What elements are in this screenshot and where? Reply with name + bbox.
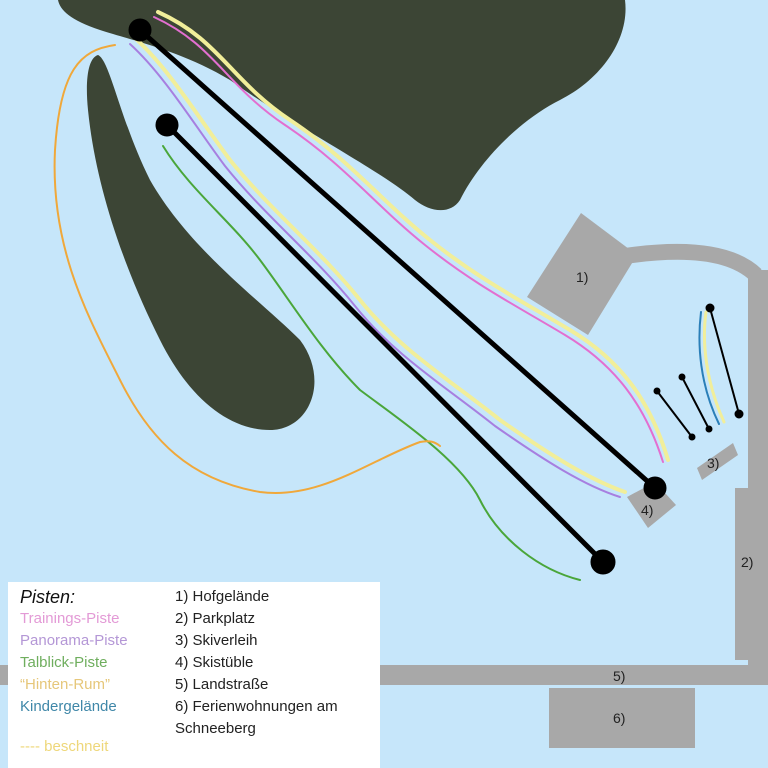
lift-2 bbox=[165, 123, 605, 564]
piste-trainings bbox=[153, 16, 664, 463]
beschneit-trainings bbox=[156, 10, 670, 462]
label-skiverleih: 3) bbox=[707, 455, 719, 471]
kinder-lift-1-end bbox=[688, 433, 696, 441]
legend: Pisten: Trainings-Piste Panorama-Piste T… bbox=[8, 582, 380, 768]
legend-trainings: Trainings-Piste bbox=[20, 610, 120, 627]
kinder-lift-1 bbox=[656, 390, 693, 438]
building-hofgelaende bbox=[527, 213, 637, 335]
piste-kinder bbox=[698, 311, 720, 425]
kinder-lift-2 bbox=[681, 376, 710, 430]
building-ferienwohnungen bbox=[549, 688, 695, 748]
legend-place: 3) Skiverleih bbox=[175, 632, 258, 649]
beschneit-panorama bbox=[133, 36, 627, 494]
legend-place: 2) Parkplatz bbox=[175, 610, 256, 627]
lift-2-top-station bbox=[155, 113, 179, 137]
lift-1 bbox=[138, 28, 657, 490]
legend-title: Pisten: bbox=[20, 587, 76, 607]
building-skiverleih bbox=[697, 443, 738, 480]
kinder-lift-3 bbox=[709, 307, 740, 415]
label-parkplatz: 2) bbox=[741, 554, 753, 570]
legend-place: 4) Skistüble bbox=[175, 654, 254, 671]
kinder-lift-3-end bbox=[705, 303, 715, 313]
kinder-lift-2-end bbox=[678, 373, 686, 381]
forest-top bbox=[58, 0, 626, 211]
legend-talblick: Talblick-Piste bbox=[20, 654, 108, 671]
label-landstrasse: 5) bbox=[613, 668, 625, 684]
piste-hinten-rum bbox=[53, 44, 441, 495]
legend-place: 6) Ferienwohnungen am bbox=[175, 698, 338, 715]
lift-1-top-station bbox=[128, 18, 152, 42]
legend-panorama: Panorama-Piste bbox=[20, 632, 128, 649]
kinder-lift-1-end bbox=[653, 387, 661, 395]
legend-place: Schneeberg bbox=[175, 720, 256, 737]
legend-pisten: Pisten: Trainings-Piste Panorama-Piste T… bbox=[20, 586, 128, 758]
kinder-lift-3-end bbox=[734, 409, 744, 419]
building-parkplatz bbox=[735, 488, 768, 660]
label-skistueble: 4) bbox=[641, 502, 653, 518]
piste-talblick bbox=[162, 145, 581, 581]
legend-kinder: Kindergelände bbox=[20, 698, 117, 715]
forest-left bbox=[86, 55, 315, 430]
label-hofgelaende: 1) bbox=[576, 269, 588, 285]
legend-hinten-rum: “Hinten-Rum” bbox=[20, 676, 111, 693]
lift-2-bottom-station bbox=[590, 549, 616, 575]
lift-1-bottom-station bbox=[643, 476, 667, 500]
legend-places: 1) Hofgelände 2) Parkplatz 3) Skiverleih… bbox=[175, 586, 338, 740]
piste-panorama bbox=[129, 43, 621, 498]
beschneit-kinder bbox=[702, 310, 726, 424]
legend-beschneit: ---- beschneit bbox=[20, 738, 109, 755]
kinder-lift-2-end bbox=[705, 425, 713, 433]
access-road bbox=[623, 243, 762, 282]
label-ferienwohnungen: 6) bbox=[613, 710, 625, 726]
legend-place: 5) Landstraße bbox=[175, 676, 269, 693]
legend-place: 1) Hofgelände bbox=[175, 588, 270, 605]
